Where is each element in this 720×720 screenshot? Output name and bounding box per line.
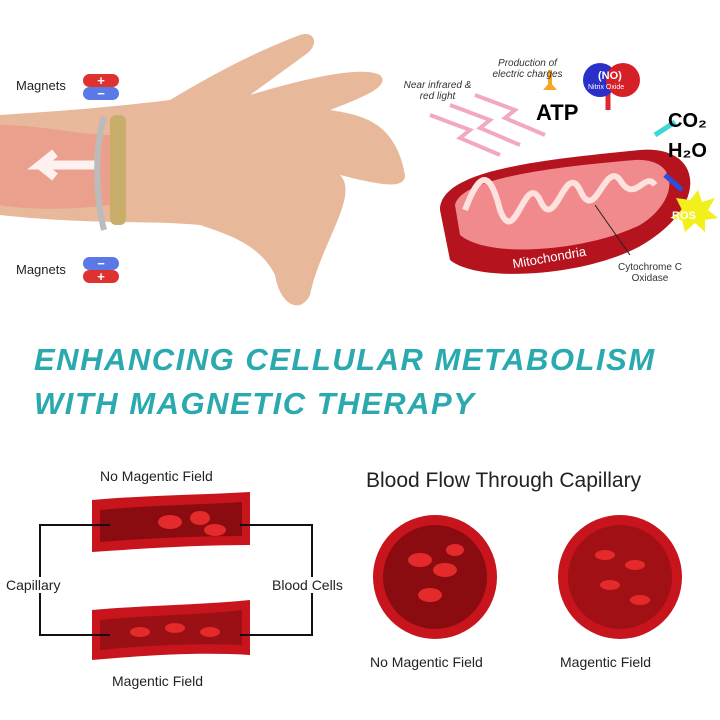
mitochondria-illustration: [429, 63, 718, 274]
capillary-label: Capillary: [6, 577, 61, 593]
capillary-left-label: No Magentic Field: [370, 654, 483, 670]
nitric-oxide-label: Nitrix Oxide: [588, 84, 625, 91]
hand-with-bracelet-illustration: [0, 34, 405, 306]
vessel-bottom-label: Magentic Field: [112, 673, 204, 689]
minus-icon: −: [83, 257, 119, 270]
plus-icon: +: [83, 74, 119, 87]
co2-label: CO₂: [668, 110, 707, 132]
minus-icon: −: [83, 87, 119, 100]
vessel-top-label: No Magentic Field: [100, 468, 213, 484]
magnets-bottom-label: Magnets: [16, 262, 66, 277]
headline-line-1: ENHANCING CELLULAR METABOLISM: [34, 342, 656, 377]
magnets-top-label: Magnets: [16, 78, 66, 93]
production-label: Production of electric charges: [492, 58, 563, 80]
cytochrome-label: Cytochrome C Oxidase: [618, 262, 682, 284]
capillary-cross-sections: [373, 515, 682, 639]
headline-line-2: WITH MAGNETIC THERAPY: [34, 386, 476, 421]
near-infrared-label: Near infrared & red light: [403, 80, 472, 102]
capillary-heading: Blood Flow Through Capillary: [366, 469, 642, 492]
ros-label: ROS: [672, 210, 696, 222]
light-arrows-icon: [429, 93, 546, 157]
blood-cells-label: Blood Cells: [272, 577, 343, 593]
atp-label: ATP: [536, 100, 579, 125]
no-label: (NO): [598, 70, 622, 82]
plus-icon: +: [83, 270, 119, 283]
capillary-right-label: Magentic Field: [560, 654, 652, 670]
h2o-label: H₂O: [668, 140, 707, 162]
